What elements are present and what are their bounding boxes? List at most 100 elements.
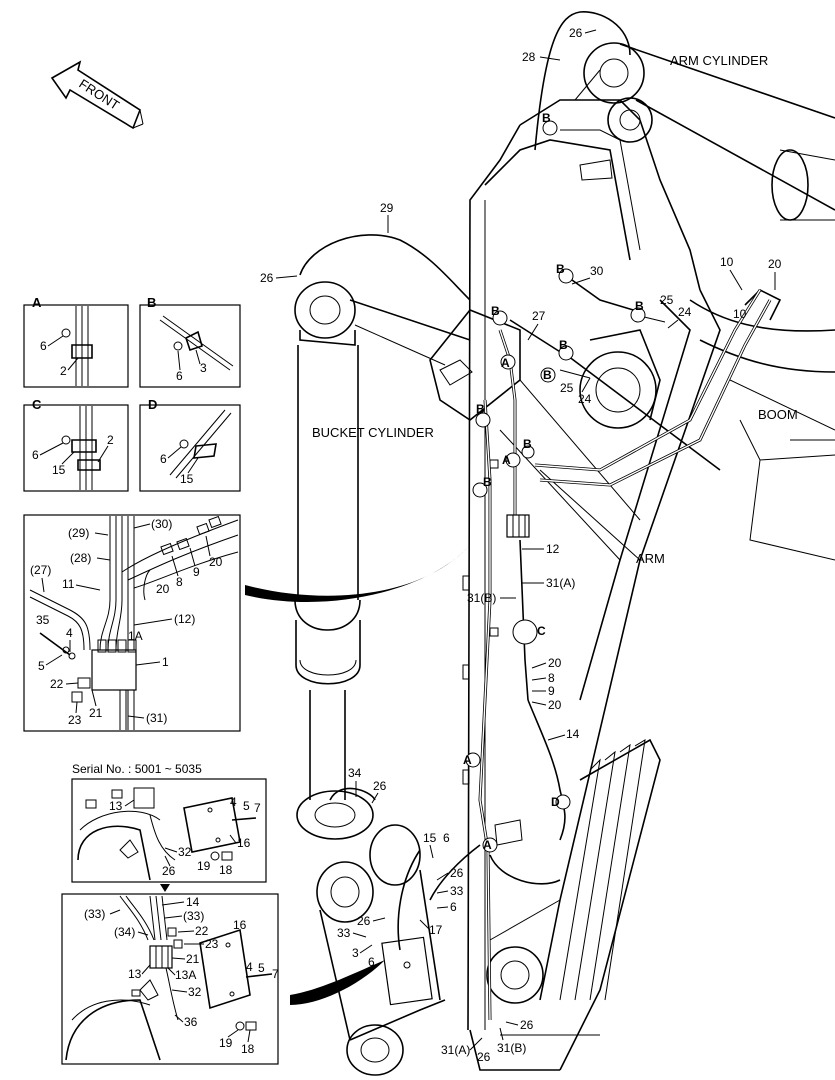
manifold-n29: (29)	[68, 526, 89, 540]
manifold-n21: 21	[89, 706, 103, 720]
callout-12: 12	[546, 542, 560, 556]
serial-n19: 19	[197, 859, 211, 873]
detail-a-n1: 6	[40, 339, 47, 353]
serial-n16: 16	[237, 836, 251, 850]
manifold-n12: (12)	[174, 612, 195, 626]
marker-a3: A	[463, 753, 472, 767]
markers: B B B B B B B B A A A A C D B	[463, 111, 646, 853]
serial-n7: 7	[254, 801, 261, 815]
serial-n26: 26	[162, 864, 176, 878]
arm-cylinder: ARM CYLINDER	[574, 42, 835, 221]
manifold-n30: (30)	[151, 517, 172, 531]
marker-b6: B	[543, 368, 552, 382]
manifold-n11: 11	[62, 577, 75, 591]
callout-10-a: 10	[720, 255, 734, 269]
arm-tip	[469, 738, 661, 1071]
callout-27: 27	[532, 309, 546, 323]
serial-n5: 5	[243, 799, 250, 813]
lower-n18: 18	[241, 1042, 255, 1056]
lower-n5: 5	[258, 961, 265, 975]
manifold-n20a: 20	[156, 582, 170, 596]
lower-n34: (34)	[114, 925, 135, 939]
lower-n16: 16	[233, 918, 247, 932]
marker-a4: A	[483, 838, 492, 852]
lower-n33b: (33)	[183, 909, 204, 923]
lower-n13A: 13A	[175, 968, 196, 982]
detail-c-key: C	[32, 397, 42, 412]
manifold-n1A: 1A	[128, 629, 143, 643]
detail-a-box: A 6 2	[23, 295, 129, 388]
callout-3: 3	[352, 946, 359, 960]
callout-31A: 31(A)	[546, 576, 575, 590]
detail-b-box: B 6 3	[139, 295, 241, 388]
manifold-inset: (29) (30) (28) (27) 11 20 8 9 20 35 4 (1…	[23, 514, 241, 732]
callout-31B-bot: 31(B)	[497, 1041, 526, 1055]
main-callouts: 26 28 29 26 30 27 25 24 25 24 10 10 20 1…	[260, 26, 782, 1064]
detail-c-n3: 2	[107, 433, 114, 447]
callout-6-c: 6	[368, 955, 375, 969]
lower-n23: 23	[205, 937, 219, 951]
callout-33-a: 33	[450, 884, 464, 898]
callout-6-b: 6	[450, 900, 457, 914]
callout-26-c: 26	[357, 914, 371, 928]
manifold-n8: 8	[176, 575, 183, 589]
lower-n32: 32	[188, 985, 202, 999]
callout-10-b: 10	[733, 307, 747, 321]
detail-b-key: B	[147, 295, 156, 310]
callout-26-mid: 26	[373, 779, 387, 793]
callout-25-a: 25	[660, 293, 674, 307]
marker-a2: A	[502, 453, 511, 467]
callout-6-a: 6	[443, 831, 450, 845]
manifold-n27: (27)	[30, 563, 51, 577]
marker-b7: B	[476, 402, 485, 416]
arm-cylinder-label: ARM CYLINDER	[670, 53, 768, 68]
bucket-link	[316, 824, 446, 1076]
manifold-n4: 4	[66, 626, 73, 640]
callout-15: 15	[423, 831, 437, 845]
marker-a1: A	[501, 356, 510, 370]
callout-31B: 31(B)	[467, 591, 496, 605]
callout-26-b: 26	[450, 866, 464, 880]
lower-n13: 13	[128, 967, 142, 981]
manifold-n5: 5	[38, 659, 45, 673]
marker-b4: B	[491, 304, 500, 318]
callout-33-b: 33	[337, 926, 351, 940]
callout-26-left: 26	[260, 271, 274, 285]
callout-20-a: 20	[548, 656, 562, 670]
detail-d-n1: 6	[160, 452, 167, 466]
inset-link-arrow	[160, 884, 170, 892]
callout-34: 34	[348, 766, 362, 780]
manifold-n1: 1	[162, 655, 169, 669]
callout-14: 14	[566, 727, 580, 741]
callout-9: 9	[548, 684, 555, 698]
front-arrow: FRONT	[50, 60, 144, 130]
bucket-cylinder: BUCKET CYLINDER	[294, 281, 471, 840]
manifold-n31: (31)	[146, 711, 167, 725]
arm-label: ARM	[636, 551, 665, 566]
detail-d-n2: 15	[180, 472, 194, 486]
callout-17: 17	[429, 923, 443, 937]
detail-a-n2: 2	[60, 364, 67, 378]
detail-d-box: D 6 15	[139, 397, 241, 492]
callout-26-bot: 26	[520, 1018, 534, 1032]
marker-c1: C	[537, 624, 546, 638]
callout-28: 28	[522, 50, 536, 64]
detail-b-n1: 6	[176, 369, 183, 383]
bucket-cylinder-label: BUCKET CYLINDER	[312, 425, 434, 440]
marker-b5: B	[559, 338, 568, 352]
manifold-n9: 9	[193, 565, 200, 579]
detail-c-n2: 15	[52, 463, 66, 477]
callout-20-b: 20	[548, 698, 562, 712]
lower-n21: 21	[186, 952, 200, 966]
callout-26-top: 26	[569, 26, 583, 40]
marker-b3: B	[635, 299, 644, 313]
marker-b9: B	[523, 437, 532, 451]
serial-number-label: Serial No. : 5001 ~ 5035	[72, 762, 202, 776]
detail-d-key: D	[148, 397, 157, 412]
lower-n19: 19	[219, 1036, 233, 1050]
boom-structure: BOOM	[689, 289, 835, 561]
lower-n22: 22	[195, 924, 209, 938]
lower-n33a: (33)	[84, 907, 105, 921]
hose-routing	[299, 11, 772, 1021]
